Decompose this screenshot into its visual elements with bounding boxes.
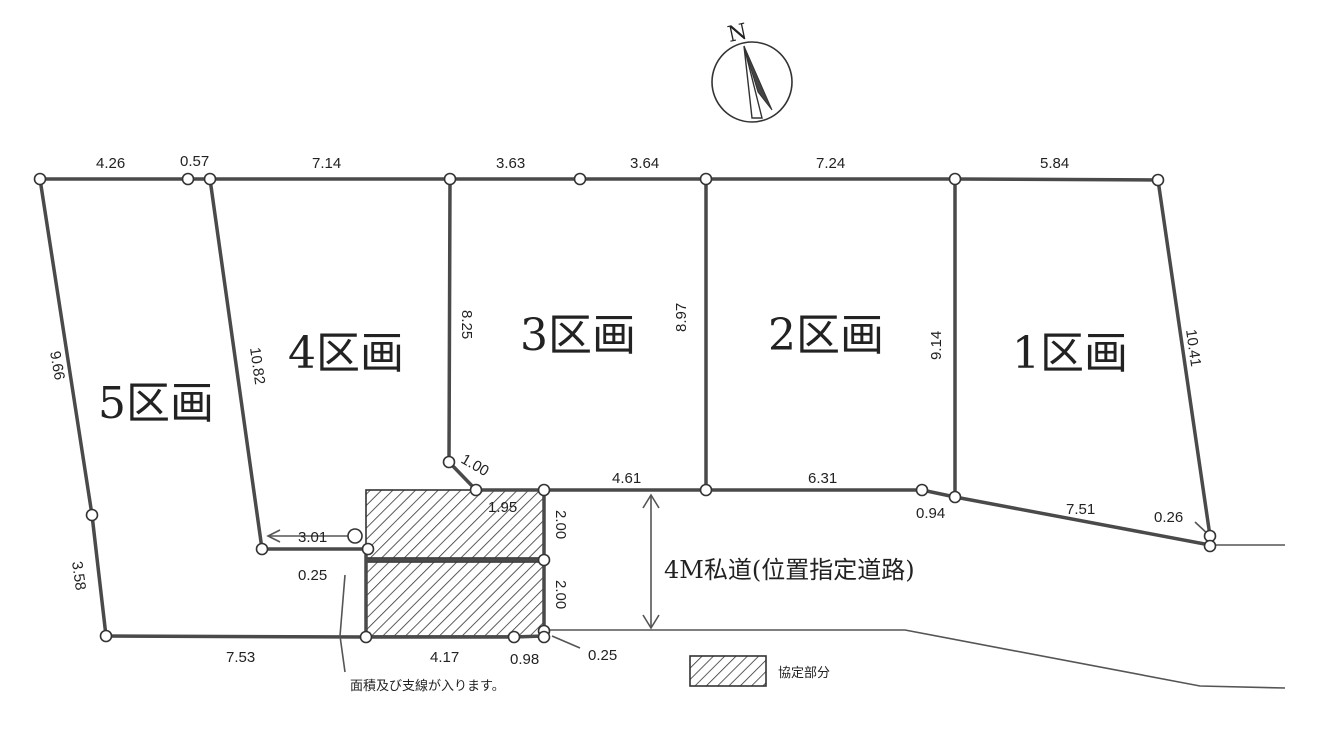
- dim-front-631: 6.31: [808, 470, 837, 487]
- bottom-boundary: [105, 634, 545, 639]
- road-bottom-edge: [544, 629, 1286, 689]
- area-note: 面積及び支線が入ります。: [350, 678, 505, 694]
- dim-bottom-417: 4.17: [430, 649, 459, 666]
- compass-label: N: [726, 19, 750, 47]
- dim-vert-200b: 2.00: [552, 580, 569, 609]
- dim-top-057: 0.57: [180, 153, 209, 170]
- agreement-area-upper: [365, 489, 545, 559]
- dim-top-364: 3.64: [630, 155, 659, 172]
- dim-front-461: 4.61: [612, 470, 641, 487]
- road-width-arrow: [642, 493, 660, 630]
- dim-top-724: 7.24: [816, 155, 845, 172]
- dim-left-358: 3.58: [68, 560, 89, 591]
- dim-div-1082: 10.82: [246, 346, 268, 386]
- dim-top-584: 5.84: [1040, 155, 1069, 172]
- lot-front-line: [476, 488, 1211, 547]
- dim-right-1041: 10.41: [1182, 328, 1204, 368]
- setback-arrow: [266, 529, 350, 543]
- dim-setback-195: 1.95: [488, 499, 517, 516]
- dim-front-094: 0.94: [916, 505, 945, 522]
- compass-icon: N: [711, 19, 793, 123]
- lot3-label: 3区画: [520, 310, 636, 361]
- lot1-right-boundary: [1156, 179, 1212, 537]
- dim-div-825: 8.25: [458, 310, 475, 339]
- note-leader: [339, 574, 346, 673]
- legend: 協定部分: [689, 655, 830, 687]
- dim-div-914: 9.14: [928, 331, 945, 360]
- dim-top-714: 7.14: [312, 155, 341, 172]
- legend-swatch: [689, 655, 767, 687]
- legend-label: 協定部分: [778, 666, 830, 681]
- lot1-label: 1区画: [1012, 328, 1128, 379]
- lot5-label: 5区画: [98, 378, 214, 429]
- dim-front-026: 0.26: [1154, 509, 1183, 526]
- dim-bottom-098: 0.98: [510, 651, 539, 668]
- dim-bottom-753: 7.53: [226, 649, 255, 666]
- dim-front-751: 7.51: [1066, 501, 1095, 518]
- agreement-area-lower: [365, 561, 545, 637]
- dim-setback-301: 3.01: [298, 529, 327, 546]
- dim-vert-200a: 2.00: [552, 510, 569, 539]
- lot2-label: 2区画: [768, 310, 884, 361]
- dim-top-426: 4.26: [96, 155, 125, 172]
- boundary-points: [33, 172, 1217, 644]
- lot4-label: 4区画: [288, 328, 404, 379]
- dim-left-966: 9.66: [46, 350, 68, 382]
- dim-bottom-025: 0.25: [588, 647, 617, 664]
- dim-setback-025: 0.25: [298, 567, 327, 584]
- road-label: 4M私道(位置指定道路): [664, 556, 915, 584]
- bottom-025-leader: [551, 635, 581, 649]
- dim-div-897: 8.97: [673, 303, 690, 332]
- dim-top-363: 3.63: [496, 155, 525, 172]
